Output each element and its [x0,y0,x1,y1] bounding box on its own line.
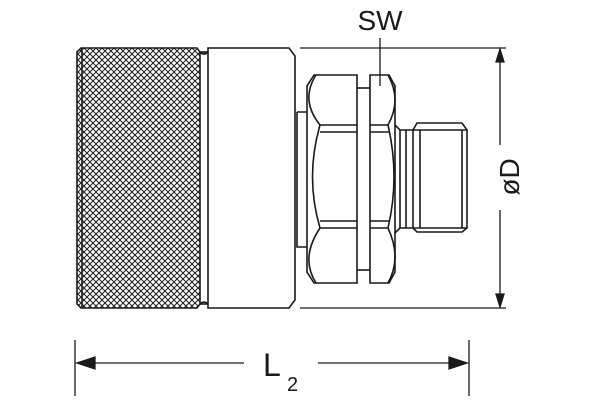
diameter-dimension [300,46,506,310]
groove [199,51,209,305]
coupling-body [207,47,296,309]
knurled-sleeve [76,47,201,309]
diameter-label: øD [494,158,525,195]
length-label: L [263,347,281,383]
length-dimension [74,340,470,396]
neck [394,124,413,234]
threaded-end [412,122,468,233]
sw-label: SW [357,5,403,36]
hex-nut [306,74,370,284]
hex-wrench-flats [369,74,396,284]
collar [296,111,307,248]
length-subscript: 2 [287,374,298,396]
